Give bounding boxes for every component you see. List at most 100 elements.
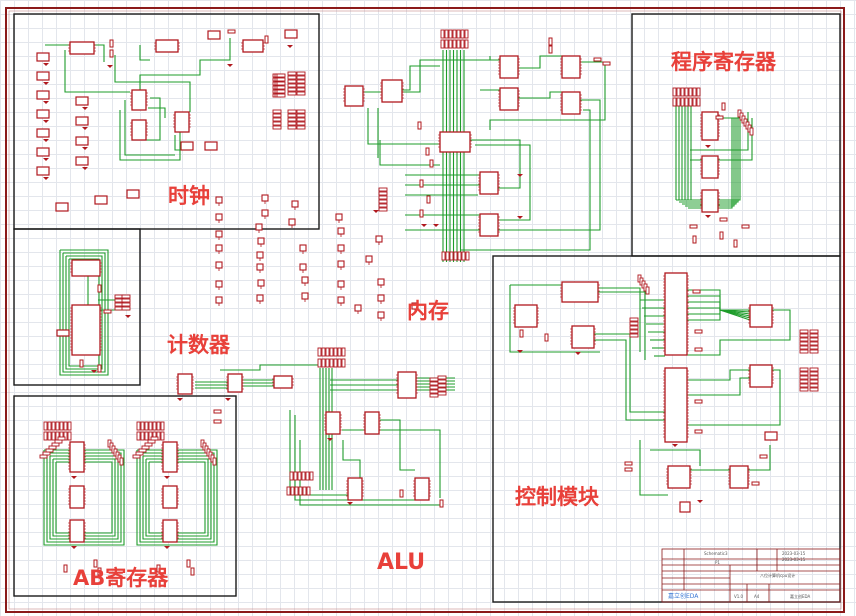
- header-pin: [276, 81, 286, 86]
- wire: [367, 108, 440, 145]
- header-pin: [296, 71, 306, 76]
- switch: [36, 166, 50, 176]
- header-pin: [290, 486, 295, 496]
- header-pin: [296, 75, 306, 80]
- header-pin: [809, 337, 819, 342]
- header-pin: [287, 71, 297, 76]
- ground-symbol: [82, 127, 88, 130]
- resistor: [39, 454, 48, 459]
- resistor: [227, 29, 236, 34]
- label-program-register: 程序寄存器: [671, 50, 776, 74]
- tb-company: 嘉立创EDA: [790, 594, 811, 599]
- ground-symbol: [43, 120, 49, 123]
- header-pin: [287, 83, 297, 88]
- led: [337, 280, 345, 288]
- wire: [687, 377, 750, 396]
- ground-symbol: [125, 315, 131, 318]
- wire: [598, 291, 646, 360]
- resistor: [425, 147, 430, 156]
- header-pin: [156, 431, 161, 441]
- ic-chip: [347, 477, 363, 501]
- label-control: 控制模块: [515, 485, 599, 509]
- switch: [36, 147, 50, 157]
- ic-chip: [664, 272, 688, 356]
- frame-counter[interactable]: [13, 228, 141, 386]
- wire: [460, 109, 591, 251]
- resistor: [147, 439, 156, 444]
- ic-chip: [131, 89, 147, 111]
- wire: [518, 55, 562, 69]
- header-pin: [148, 421, 153, 431]
- resistor: [212, 457, 217, 466]
- ic-chip: [344, 85, 364, 107]
- header-pin: [136, 431, 141, 441]
- components-group: [36, 29, 819, 576]
- ground-symbol: [164, 476, 170, 479]
- ic-chip: [701, 111, 719, 141]
- header-pin: [287, 121, 297, 126]
- resistor: [63, 564, 68, 573]
- header-pin: [309, 471, 314, 481]
- resistor: [97, 284, 102, 293]
- header-pin: [460, 29, 465, 39]
- resistor: [439, 499, 444, 508]
- header-pin: [440, 39, 445, 49]
- ground-symbol: [227, 64, 233, 67]
- header-pin: [809, 329, 819, 334]
- header-pin: [47, 431, 52, 441]
- header-pin: [121, 302, 131, 307]
- header-pin: [47, 421, 52, 431]
- header-pin: [676, 97, 681, 107]
- resistor: [156, 564, 161, 573]
- ic-chip: [242, 39, 264, 53]
- ground-symbol: [91, 370, 97, 373]
- ground-symbol: [672, 444, 678, 447]
- header-pin: [272, 117, 282, 122]
- header-pin: [429, 385, 439, 390]
- label-memory: 内存: [407, 299, 449, 323]
- ic-chip: [479, 213, 499, 237]
- ground-symbol: [43, 63, 49, 66]
- ic-chip: [177, 373, 193, 395]
- ic-chip: [664, 367, 688, 443]
- header-pin: [276, 85, 286, 90]
- crystal: [56, 329, 70, 337]
- ic-chip: [479, 171, 499, 195]
- ground-symbol: [43, 82, 49, 85]
- ground-symbol: [373, 210, 379, 213]
- header-pin: [272, 121, 282, 126]
- ground-symbol: [107, 65, 113, 68]
- resistor: [213, 419, 222, 424]
- sheet-border: [5, 7, 845, 613]
- ic-chip: [325, 411, 341, 435]
- led: [215, 244, 223, 252]
- frame-clock[interactable]: [13, 13, 320, 230]
- header-pin: [296, 121, 306, 126]
- header-pin: [121, 298, 131, 303]
- wire: [489, 61, 606, 130]
- resistor: [751, 481, 760, 486]
- ground-symbol: [43, 139, 49, 142]
- resistor: [417, 121, 422, 130]
- wire: [687, 307, 751, 317]
- header-pin: [272, 109, 282, 114]
- wire: [146, 97, 161, 141]
- header-pin: [287, 91, 297, 96]
- header-pin: [799, 333, 809, 338]
- wire: [687, 369, 750, 381]
- header-pin: [67, 421, 72, 431]
- led: [377, 311, 385, 319]
- wire: [43, 449, 125, 546]
- header-pin: [51, 421, 56, 431]
- header-pin: [809, 371, 819, 376]
- led: [365, 255, 373, 263]
- resistor: [93, 559, 98, 568]
- header-pin: [337, 358, 342, 368]
- ground-symbol: [43, 177, 49, 180]
- frame-ab-register[interactable]: [13, 395, 237, 597]
- header-pin: [329, 358, 334, 368]
- led: [335, 213, 343, 221]
- led: [291, 200, 299, 208]
- header-pin: [144, 431, 149, 441]
